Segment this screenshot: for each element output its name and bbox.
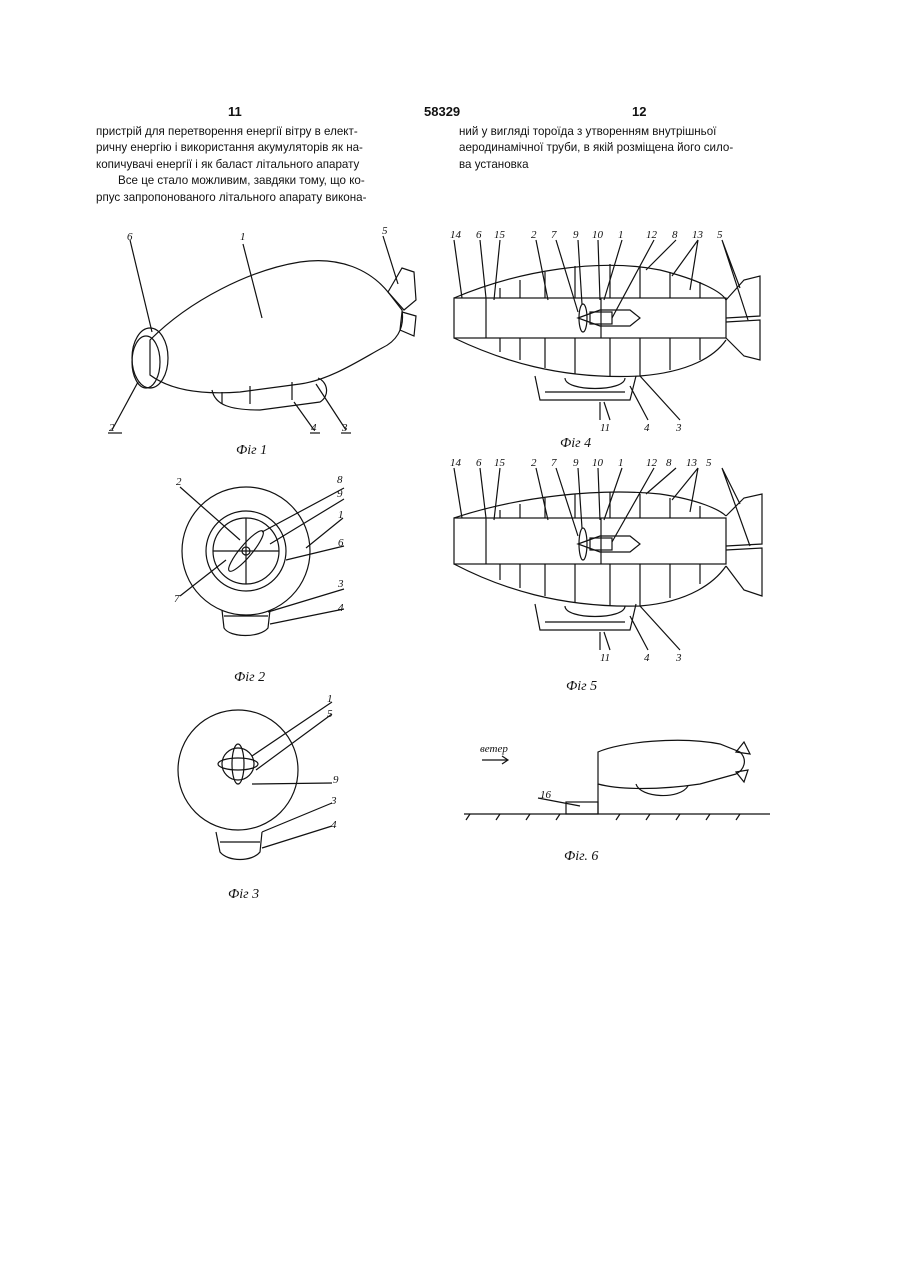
figure-label: 3 (675, 422, 682, 434)
figure-label: 11 (600, 422, 610, 434)
figure-label: 4 (644, 422, 650, 434)
figure-label: 1 (327, 693, 333, 705)
figure-label: 12 (646, 457, 658, 469)
figure-label: 16 (540, 789, 552, 801)
figure-label: 5 (382, 225, 388, 237)
figure-label: 9 (573, 229, 579, 241)
figure-label: 4 (331, 819, 337, 831)
figure-label: 1 (240, 231, 246, 243)
figure-caption: Фіг 5 (566, 679, 597, 694)
figure-label: 12 (646, 229, 658, 241)
figure-label: 7 (551, 229, 557, 241)
figure-label: 7 (551, 457, 557, 469)
figure-1: 6 1 5 2 4 3 Фіг 1 (108, 225, 416, 458)
figure-label: 5 (327, 708, 333, 720)
figure-label: 9 (333, 774, 339, 786)
figure-4: 14 6 15 2 7 9 10 1 12 8 13 5 11 4 3 Фіг … (450, 229, 760, 451)
figure-label: 3 (341, 422, 348, 434)
figure-5: 14 6 15 2 7 9 10 1 12 8 13 5 11 4 3 Фіг … (450, 457, 762, 694)
figure-label: 8 (337, 474, 343, 486)
figure-label: 13 (686, 457, 698, 469)
figure-label: 3 (330, 795, 337, 807)
figure-label: 9 (573, 457, 579, 469)
figure-label: 2 (176, 476, 182, 488)
figure-label: 6 (476, 457, 482, 469)
figure-label: 6 (127, 231, 133, 243)
figure-label: 2 (531, 457, 537, 469)
figure-label: 3 (337, 578, 344, 590)
figure-label: 1 (618, 457, 624, 469)
figure-2: 2 8 9 1 6 7 3 4 Фіг 2 (174, 474, 344, 685)
figure-3: 1 5 9 3 4 Фіг 3 (178, 693, 339, 902)
figure-label: 5 (717, 229, 723, 241)
figure-label: 15 (494, 457, 506, 469)
figure-caption: Фіг. 6 (564, 849, 598, 864)
figure-label: 5 (706, 457, 712, 469)
figure-label: 10 (592, 457, 604, 469)
figure-label: 13 (692, 229, 704, 241)
figure-label: 6 (338, 537, 344, 549)
figure-label: 14 (450, 457, 462, 469)
figure-caption: Фіг 1 (236, 443, 267, 458)
figure-label: 4 (311, 422, 317, 434)
figure-label: 8 (666, 457, 672, 469)
figure-label: 6 (476, 229, 482, 241)
figure-label: 15 (494, 229, 506, 241)
figure-label: 9 (337, 488, 343, 500)
figure-label: 2 (531, 229, 537, 241)
figure-caption: Фіг 2 (234, 670, 265, 685)
figure-label: 14 (450, 229, 462, 241)
figure-caption: Фіг 4 (560, 436, 591, 451)
figure-6: ветер 16 Фіг. 6 (464, 740, 770, 864)
figure-label: 4 (338, 602, 344, 614)
figure-label: 8 (672, 229, 678, 241)
figure-label: 1 (338, 509, 344, 521)
figure-label: 7 (174, 593, 180, 605)
wind-label: ветер (480, 743, 508, 755)
figure-label: 11 (600, 652, 610, 664)
figure-caption: Фіг 3 (228, 887, 259, 902)
figure-label: 2 (109, 422, 115, 434)
figure-label: 3 (675, 652, 682, 664)
figure-label: 1 (618, 229, 624, 241)
figure-label: 10 (592, 229, 604, 241)
figure-label: 4 (644, 652, 650, 664)
